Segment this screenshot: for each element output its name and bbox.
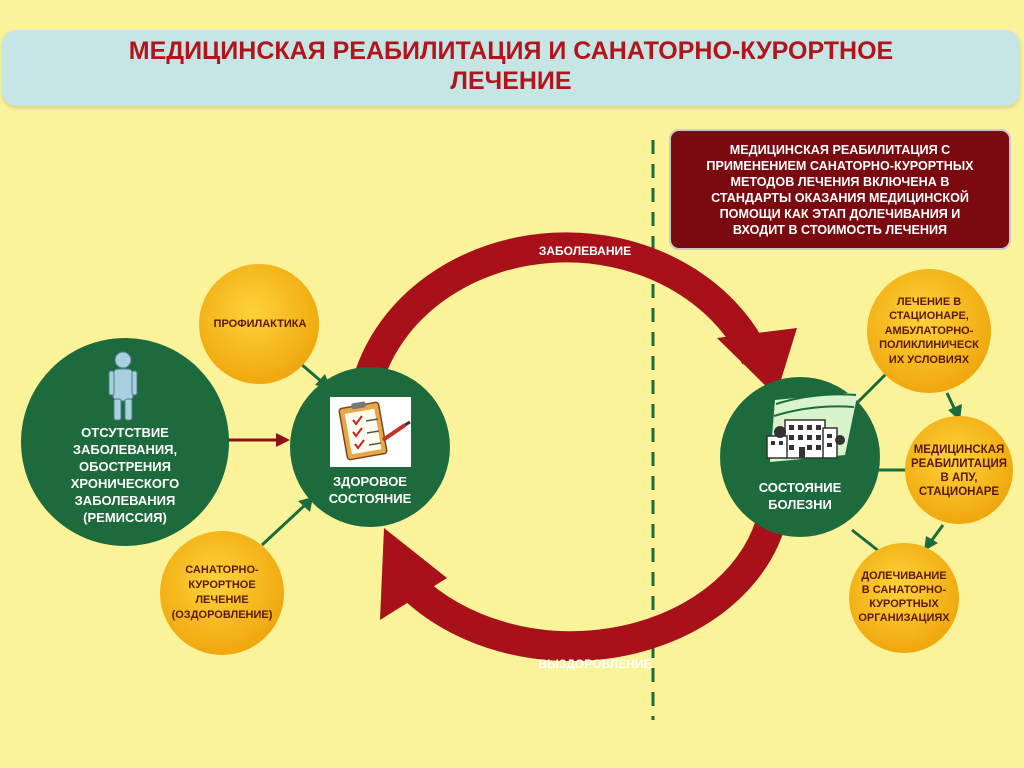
label-line: СОСТОЯНИЕ [328, 491, 412, 506]
info-line: МЕТОДОВ ЛЕЧЕНИЯ ВКЛЮЧЕНА В [730, 175, 950, 189]
label-line: БОЛЕЗНИ [768, 497, 832, 512]
sanatorium-label: САНАТОРНО- КУРОРТНОЕ ЛЕЧЕНИЕ (ОЗДОРОВЛЕН… [160, 560, 284, 626]
label-line: (ОЗДОРОВЛЕНИЕ) [171, 609, 273, 621]
arc-disease-arrowhead [717, 328, 797, 396]
label-line: ОТСУТСТВИЕ [81, 425, 169, 440]
info-line: МЕДИЦИНСКАЯ РЕАБИЛИТАЦИЯ С [729, 143, 951, 157]
connector-arrowhead [924, 536, 938, 551]
label-line: ХРОНИЧЕСКОГО [70, 476, 180, 491]
label-line: ЛЕЧЕНИЕ [195, 594, 249, 606]
prevention-circle [199, 264, 319, 384]
label-line: ИХ УСЛОВИЯХ [888, 353, 970, 366]
info-line: ВХОДИТ В СТОИМОСТЬ ЛЕЧЕНИЯ [732, 223, 948, 237]
info-line: ПРИМЕНЕНИЕМ САНАТОРНО-КУРОРТНЫХ [706, 159, 974, 173]
label-line: ПРОФИЛАКТИКА [213, 318, 307, 330]
arc-recovery-arrowhead [380, 528, 447, 620]
label-line: КУРОРТНЫХ [869, 598, 939, 610]
label-line: РЕАБИЛИТАЦИЯ [910, 458, 1008, 470]
info-line: СТАНДАРТЫ ОКАЗАНИЯ МЕДИЦИНСКОЙ [711, 191, 969, 205]
disease-label: СОСТОЯНИЕ БОЛЕЗНИ [735, 478, 865, 514]
connector-disease-aftercare [851, 528, 881, 554]
treatment-label: ЛЕЧЕНИЕ В СТАЦИОНАРЕ, АМБУЛАТОРНО- ПОЛИК… [867, 294, 991, 368]
label-line: ДОЛЕЧИВАНИЕ [861, 570, 947, 582]
arc-label-recovery: ВЫЗДОРОВЛЕНИЕ [538, 657, 652, 671]
label-line: СТАЦИОНАРЕ [918, 486, 1000, 498]
connector-treatment-rehab [945, 392, 957, 411]
clipboard-icon [330, 397, 411, 467]
arc-label-disease: ЗАБОЛЕВАНИЕ [538, 244, 632, 258]
hospital-icon [766, 392, 858, 462]
label-line: ЛЕЧЕНИЕ В [896, 295, 962, 308]
connector-arrowhead [298, 497, 313, 512]
connector-prevention-healthy [300, 362, 323, 384]
treatment-circle [867, 269, 991, 393]
info-line: ПОМОЩИ КАК ЭТАП ДОЛЕЧИВАНИЯ И [719, 207, 961, 221]
remission-circle [21, 338, 229, 546]
rehab-label: МЕДИЦИНСКАЯ РЕАБИЛИТАЦИЯ В АПУ, СТАЦИОНА… [902, 442, 1016, 500]
label-line: СТАЦИОНАРЕ, [889, 310, 969, 323]
arc-recovery [399, 520, 785, 662]
label-line: ЗАБОЛЕВАНИЯ [74, 493, 176, 508]
rehab-circle [905, 416, 1013, 524]
arc-disease [353, 232, 770, 385]
aftercare-circle [849, 543, 959, 653]
label-line: (РЕМИССИЯ) [83, 510, 167, 525]
label-line: ЗДОРОВОЕ [333, 474, 407, 489]
label-line: САНАТОРНО- [185, 564, 259, 576]
prevention-label: ПРОФИЛАКТИКА [200, 314, 320, 334]
title-line: МЕДИЦИНСКАЯ РЕАБИЛИТАЦИЯ И САНАТОРНО-КУР… [128, 37, 894, 65]
label-line: АМБУЛАТОРНО- [884, 324, 974, 337]
label-line: ОБОСТРЕНИЯ [79, 459, 171, 474]
connector-arrowhead [276, 433, 290, 447]
page-title: МЕДИЦИНСКАЯ РЕАБИЛИТАЦИЯ И САНАТОРНО-КУР… [2, 36, 1020, 96]
label-line: СОСТОЯНИЕ [758, 480, 842, 495]
label-line: В АПУ, [940, 472, 978, 484]
label-line: В САНАТОРНО- [861, 584, 947, 596]
info-box: МЕДИЦИНСКАЯ РЕАБИЛИТАЦИЯ С ПРИМЕНЕНИЕМ С… [669, 129, 1011, 250]
title-line: ЛЕЧЕНИЕ [450, 67, 572, 95]
label-line: КУРОРТНОЕ [188, 579, 256, 591]
label-line: ЗАБОЛЕВАНИЯ, [72, 442, 178, 457]
healthy-label: ЗДОРОВОЕ СОСТОЯНИЕ [305, 472, 435, 508]
aftercare-label: ДОЛЕЧИВАНИЕ В САНАТОРНО- КУРОРТНЫХ ОРГАН… [844, 568, 964, 626]
label-line: ПОЛИКЛИНИЧЕСК [879, 339, 979, 352]
person-icon [108, 351, 138, 421]
label-line: МЕДИЦИНСКАЯ [913, 444, 1005, 456]
connector-sanatorium-healthy [260, 503, 307, 547]
title-banner: МЕДИЦИНСКАЯ РЕАБИЛИТАЦИЯ И САНАТОРНО-КУР… [2, 30, 1020, 106]
connector-rehab-aftercare [930, 524, 945, 541]
label-line: ОРГАНИЗАЦИЯХ [858, 612, 950, 624]
remission-label: ОТСУТСТВИЕ ЗАБОЛЕВАНИЯ, ОБОСТРЕНИЯ ХРОНИ… [35, 425, 215, 525]
sanatorium-circle [160, 531, 284, 655]
